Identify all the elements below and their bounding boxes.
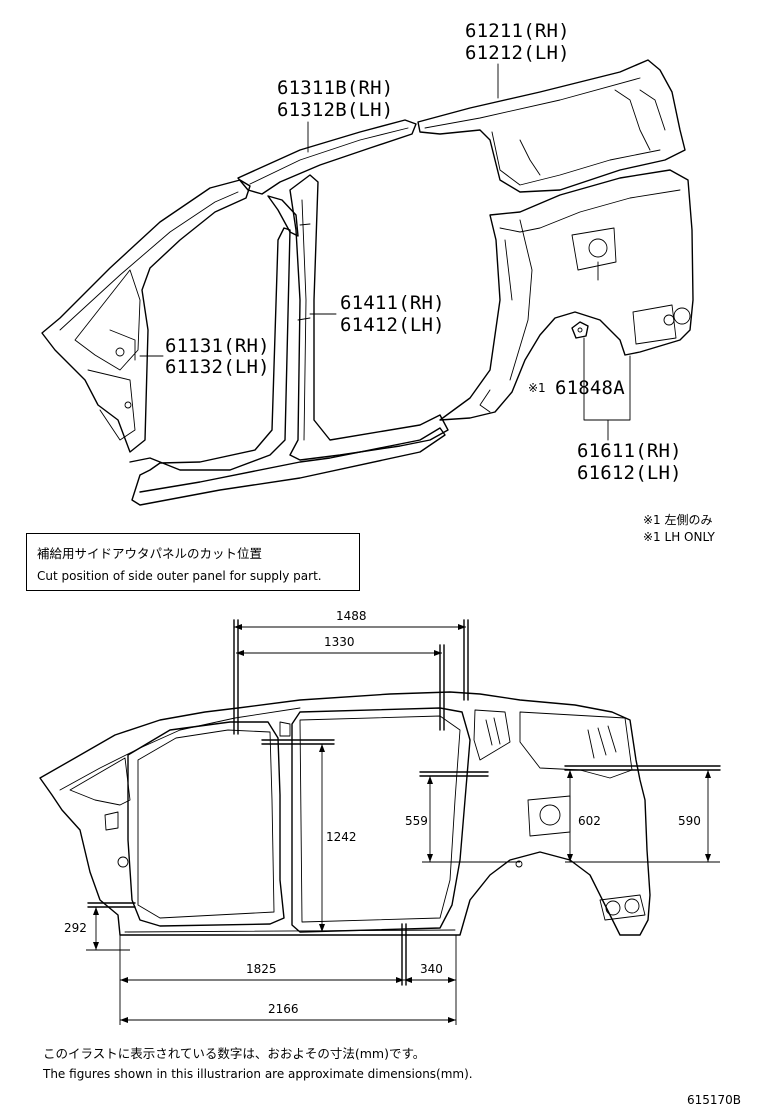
dimension-1330: 1330 [324,635,355,649]
part-label-61611: 61611(RH) [577,440,682,462]
part-label-61411: 61411(RH) [340,292,445,314]
rocker-part [129,227,446,506]
figure-id: 615170B [687,1093,742,1107]
part-label-61132: 61132(LH) [165,356,270,378]
part-label-61312b: 61312B(LH) [277,99,394,121]
footer-note-en: The figures shown in this illustrarion a… [43,1067,473,1081]
part-label-61412: 61412(LH) [340,314,445,336]
cut-position-caption-box: 補給用サイドアウタパネルのカット位置 Cut position of side … [26,533,360,591]
footer-note-jp: このイラストに表示されている数字は、おおよその寸法(mm)です。 [43,1046,426,1061]
front-pillar-part [41,179,251,453]
part-label-61211: 61211(RH) [465,20,570,42]
bracket-mark: ※1 [528,381,546,395]
dimension-340: 340 [420,962,443,976]
body-side-outline [39,691,651,936]
dimension-lines [86,624,720,1025]
center-pillar-part [289,174,449,461]
cut-position-title-en: Cut position of side outer panel for sup… [37,569,322,583]
dimension-602: 602 [578,814,601,828]
dimension-590: 590 [678,814,701,828]
quarter-panel-part [439,169,694,421]
dimension-1488: 1488 [336,609,367,623]
part-label-61131: 61131(RH) [165,335,270,357]
lh-only-note-jp: ※1 左側のみ [643,513,713,527]
dimension-292: 292 [64,921,87,935]
dimension-559: 559 [405,814,428,828]
part-label-61848a: 61848A [555,377,625,399]
dimension-1242: 1242 [326,830,357,844]
quarter-upper-part [417,59,686,193]
cut-position-title-jp: 補給用サイドアウタパネルのカット位置 [37,546,263,561]
bracket-part [571,321,589,339]
roof-rail-part [237,119,417,237]
cut-markers [87,619,721,986]
part-label-61311b: 61311B(RH) [277,77,394,99]
lh-only-note-en: ※1 LH ONLY [643,530,715,544]
part-label-61212: 61212(LH) [465,42,570,64]
dimension-1825: 1825 [246,962,277,976]
leader-lines [139,63,631,441]
part-label-61612: 61612(LH) [577,462,682,484]
dimension-2166: 2166 [268,1002,299,1016]
